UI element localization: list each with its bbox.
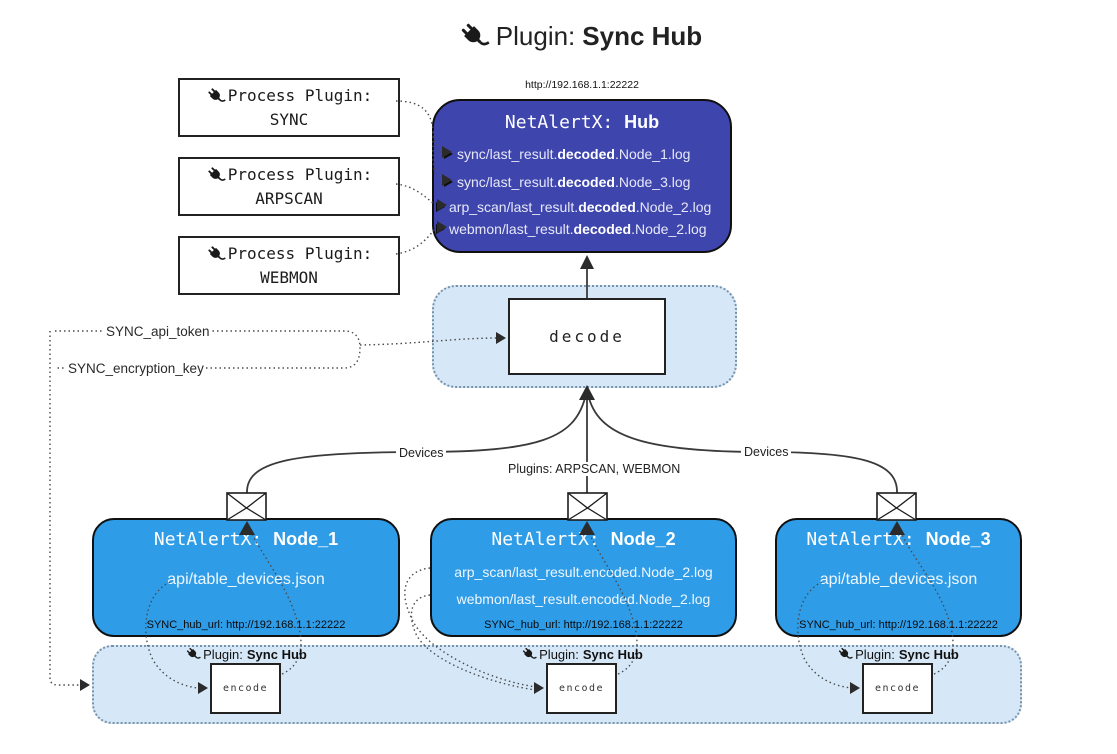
hub-box: NetAlertX: Hub sync/last_result.decoded.… [432,99,732,253]
node-title: NetAlertX: Node_3 [806,529,991,550]
edge-webmon-log4 [395,229,435,255]
sync-encryption-key-label: SYNC_encryption_key [66,361,206,376]
node-title: NetAlertX: Node_1 [153,529,339,550]
hub-log-line: sync/last_result.decoded.Node_1.log [444,146,690,162]
edge-arpscan-log3 [395,183,434,204]
edge-settings-to-encode-band [49,331,80,686]
node-file: arp_scan/last_result.encoded.Node_2.log [454,564,713,580]
node-file: api/table_devices.json [819,571,978,588]
process-plugin-name: ARPSCAN [255,188,323,208]
envelope-icon [876,492,917,521]
plug-icon [838,647,853,659]
decode-box: decode [508,298,666,375]
hub-url-label: http://192.168.1.1:22222 [525,79,639,91]
title-text: Plugin: [495,20,576,51]
hub-name: NetAlertX: [504,112,614,133]
sync-hub-plugin-label: Plugin: Sync Hub [156,646,336,662]
envelope-icon [226,492,267,521]
encode-box: encode [546,663,617,714]
hub-title: NetAlertX: Hub [434,112,730,133]
arrowhead-into-band [80,679,90,691]
node-file: webmon/last_result.encoded.Node_2.log [456,591,711,607]
arrow-icon [436,202,445,212]
plugins-label-center: Plugins: ARPSCAN, WEBMON [505,462,684,476]
node-hub-url: SYNC_hub_url: http://192.168.1.1:22222 [484,619,683,631]
process-plugin-name: SYNC [269,109,309,129]
devices-label-left: Devices [396,446,447,460]
hub-log-line: arp_scan/last_result.decoded.Node_2.log [436,199,711,215]
sync-hub-plugin-label: Plugin: Sync Hub [492,646,672,662]
process-plugin-webmon: Process Plugin: WEBMON [178,236,400,295]
plug-icon [208,88,226,102]
plug-icon [208,167,226,181]
node-1-box: NetAlertX: Node_1 api/table_devices.json… [92,518,400,637]
title-text-bold: Sync Hub [582,20,703,51]
process-plugin-name: WEBMON [260,267,318,287]
node-3-box: NetAlertX: Node_3 api/table_devices.json… [775,518,1022,637]
node-hub-url: SYNC_hub_url: http://192.168.1.1:22222 [146,619,346,631]
arrowhead-into-hub [580,255,594,269]
process-plugin-arpscan: Process Plugin: ARPSCAN [178,157,400,216]
encode-box: encode [210,663,281,714]
arrow-icon [436,224,445,234]
hub-log-line: webmon/last_result.decoded.Node_2.log [436,221,707,237]
sync-api-token-label: SYNC_api_token [104,324,212,339]
devices-label-right: Devices [741,445,792,459]
arrow-icon [444,177,453,187]
process-plugin-label: Process Plugin: [227,86,373,106]
plug-icon [522,647,537,659]
node-hub-url: SYNC_hub_url: http://192.168.1.1:22222 [799,619,998,631]
hub-name-bold: Hub [624,112,660,132]
plug-icon [186,647,201,659]
process-plugin-sync: Process Plugin: SYNC [178,78,400,137]
encode-box: encode [862,663,933,714]
process-plugin-label: Process Plugin: [227,244,373,264]
process-plugin-label: Process Plugin: [227,165,373,185]
plug-icon [208,246,226,260]
sync-hub-plugin-label: Plugin: Sync Hub [808,646,988,662]
hub-log-line: sync/last_result.decoded.Node_3.log [444,174,690,190]
page-title: Plugin: Sync Hub [280,16,880,56]
envelope-icon [567,492,608,521]
plug-icon [461,23,490,46]
node-title: NetAlertX: Node_2 [491,529,676,550]
node-file: api/table_devices.json [167,571,325,588]
arrow-icon [444,149,453,159]
node-2-box: NetAlertX: Node_2 arp_scan/last_result.e… [430,518,737,637]
